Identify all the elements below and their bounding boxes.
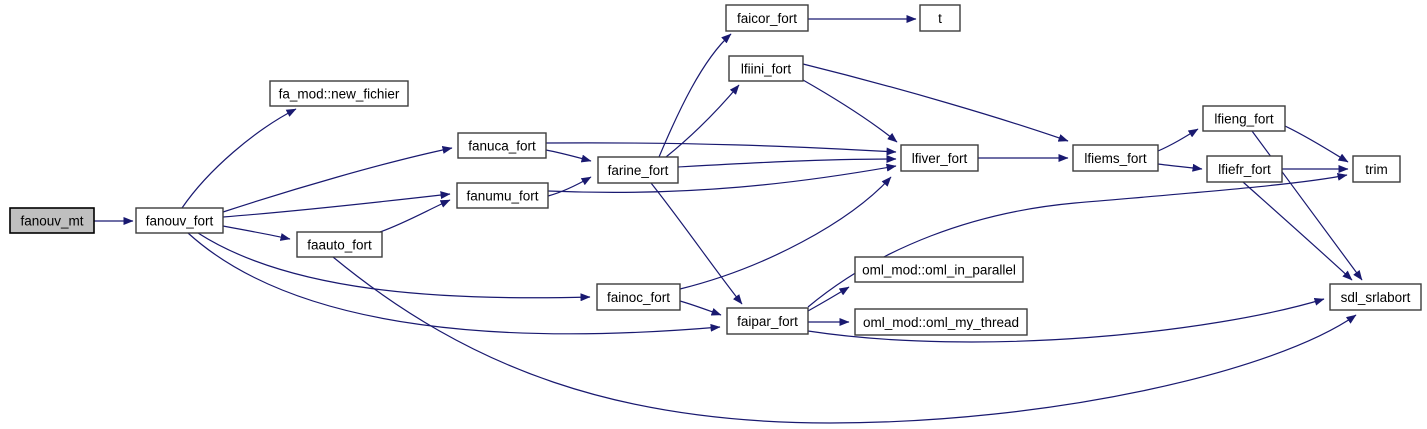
node-sdl-srlabort[interactable]: sdl_srlabort [1329, 283, 1422, 311]
edge-fainoc_fort-faipar_fort [679, 300, 722, 316]
node-box [728, 55, 804, 82]
edge-lfiini_fort-lfiver_fort [802, 79, 898, 143]
edge-fainoc_fort-lfiver_fort [679, 176, 892, 290]
node-lfiems-fort[interactable]: lfiems_fort [1072, 144, 1159, 172]
edge-layer [94, 15, 1363, 424]
node-box [726, 307, 809, 335]
node-box [854, 256, 1024, 283]
edge-lfiems_fort-lfiefr_fort [1157, 163, 1203, 172]
node-faicor-fort[interactable]: faicor_fort [725, 4, 809, 32]
node-label: fainoc_fort [607, 290, 670, 305]
node-faauto-fort[interactable]: faauto_fort [296, 231, 383, 258]
node-box [854, 308, 1028, 336]
node-faipar-fort[interactable]: faipar_fort [726, 307, 809, 335]
edge-farine_fort-faipar_fort [650, 182, 743, 305]
node-box [725, 4, 809, 32]
node-label: trim [1365, 162, 1388, 177]
edge-farine_fort-lfiver_fort [677, 155, 897, 168]
node-fanouv-mt[interactable]: fanouv_mt [9, 207, 95, 234]
edge-lfiini_fort-lfiems_fort [802, 63, 1069, 142]
edge-fanouv_fort-fainoc_fort [197, 232, 591, 302]
node-box [1072, 144, 1159, 172]
node-oml-mod-oml-in-parallel[interactable]: oml_mod::oml_in_parallel [854, 256, 1024, 283]
node-label: faicor_fort [737, 11, 797, 26]
node-label: faipar_fort [737, 314, 798, 329]
edge-fanuca_fort-lfiver_fort [545, 142, 897, 156]
node-fanuca-fort[interactable]: fanuca_fort [457, 132, 547, 159]
edge-faipar_fort-oml_in_parallel [807, 286, 850, 312]
edge-fanuca_fort-farine_fort [545, 149, 592, 163]
node-label: fanuca_fort [468, 139, 536, 154]
node-layer: fanouv_mt fanouv_fort fa_mod::new_fichie… [9, 4, 1422, 336]
node-lfiini-fort[interactable]: lfiini_fort [728, 55, 804, 82]
node-label: t [938, 11, 942, 26]
edge-faauto_fort-sdl_srlabort [332, 256, 1357, 424]
edge-lfieng_fort-trim [1284, 125, 1349, 163]
node-label: lfiini_fort [741, 62, 792, 77]
edge-farine_fort-lfiini_fort [665, 84, 740, 158]
edge-faipar_fort-sdl_srlabort [807, 297, 1325, 343]
node-label: faauto_fort [307, 238, 372, 253]
edge-fanouv_fort-fanumu_fort [222, 191, 451, 218]
edge-farine_fort-faicor_fort [658, 33, 732, 158]
edge-fanouv_fort-faipar_fort [187, 232, 721, 335]
edge-lfiems_fort-lfieng_fort [1157, 128, 1199, 152]
edge-lfiefr_fort-sdl_srlabort [1242, 181, 1353, 281]
node-box [1202, 105, 1286, 132]
node-box [900, 144, 979, 172]
node-label: fanouv_mt [20, 214, 83, 229]
node-oml-mod-oml-my-thread[interactable]: oml_mod::oml_my_thread [854, 308, 1028, 336]
node-label: oml_mod::oml_my_thread [863, 315, 1019, 330]
node-box [596, 283, 681, 311]
node-box [135, 207, 224, 234]
edge-fanouv_fort-faauto_fort [222, 225, 291, 241]
edge-lfieng_fort-sdl_srlabort [1251, 130, 1363, 281]
node-label: lfiefr_fort [1218, 162, 1271, 177]
edge-fanouv_fort-fa_mod_new_fichier [181, 108, 297, 209]
node-trim[interactable]: trim [1352, 155, 1401, 183]
edge-faauto_fort-fanumu_fort [379, 199, 451, 233]
node-label: farine_fort [608, 163, 669, 178]
node-box [9, 207, 95, 234]
node-label: lfieng_fort [1214, 112, 1274, 127]
node-label: fa_mod::new_fichier [279, 87, 400, 102]
node-box [1206, 155, 1283, 183]
node-label: fanumu_fort [466, 189, 538, 204]
node-label: sdl_srlabort [1341, 290, 1411, 305]
node-label: lfiver_fort [912, 151, 968, 166]
node-box [1352, 155, 1401, 183]
node-box [269, 80, 409, 107]
node-fanumu-fort[interactable]: fanumu_fort [456, 182, 549, 209]
node-label: lfiems_fort [1084, 151, 1147, 166]
edge-fanouv_fort-fanuca_fort [222, 146, 453, 213]
node-box [1329, 283, 1422, 311]
node-farine-fort[interactable]: farine_fort [597, 156, 679, 184]
node-lfieng-fort[interactable]: lfieng_fort [1202, 105, 1286, 132]
node-t[interactable]: t [919, 4, 961, 32]
node-box [456, 182, 549, 209]
node-label: fanouv_fort [146, 214, 214, 229]
edge-fanumu_fort-lfiver_fort [547, 163, 897, 194]
node-lfiver-fort[interactable]: lfiver_fort [900, 144, 979, 172]
edge-faipar_fort-trim [807, 172, 1348, 308]
node-box [597, 156, 679, 184]
node-fanouv-fort[interactable]: fanouv_fort [135, 207, 224, 234]
node-box [919, 4, 961, 32]
node-fa-mod-new-fichier[interactable]: fa_mod::new_fichier [269, 80, 409, 107]
node-label: oml_mod::oml_in_parallel [862, 263, 1016, 278]
node-lfiefr-fort[interactable]: lfiefr_fort [1206, 155, 1283, 183]
node-box [296, 231, 383, 258]
edge-fanumu_fort-farine_fort [547, 176, 592, 197]
node-box [457, 132, 547, 159]
node-fainoc-fort[interactable]: fainoc_fort [596, 283, 681, 311]
